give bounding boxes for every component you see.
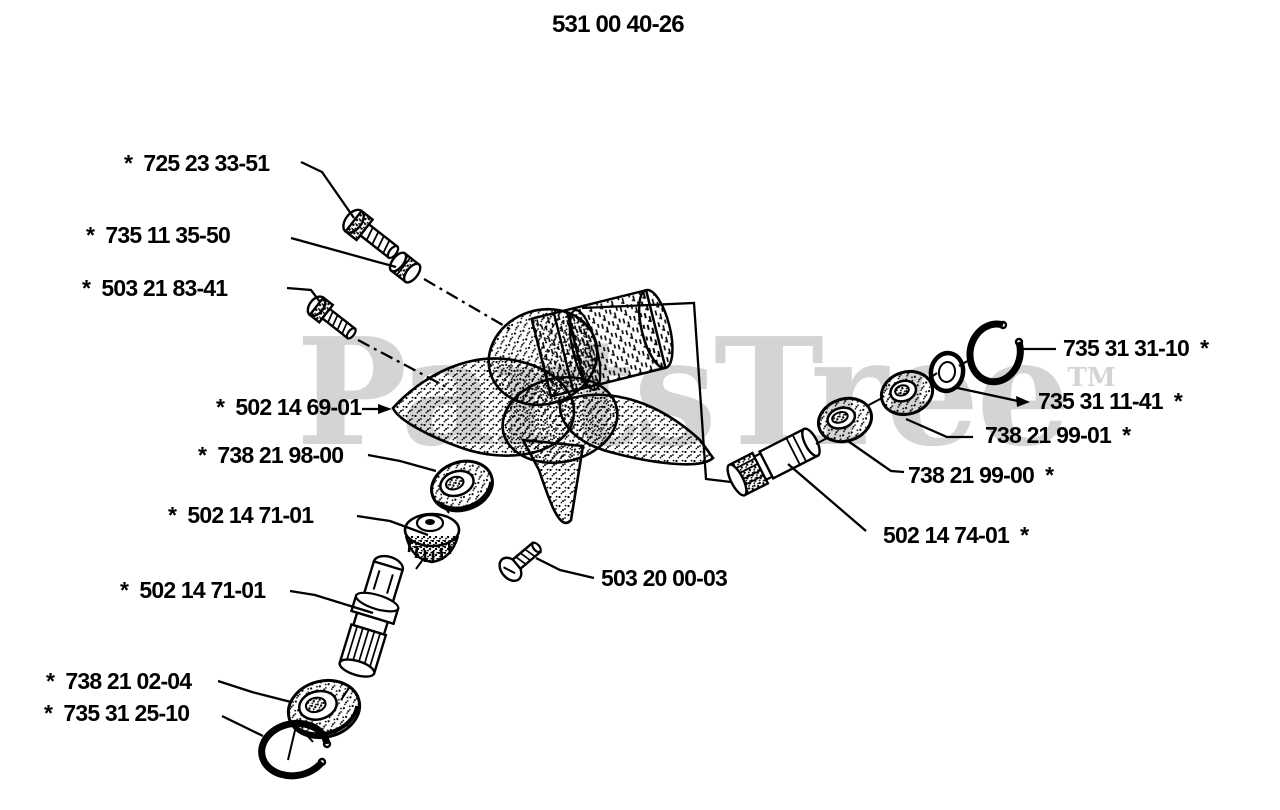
part-number-label-l9: * 735 31 25-10 [44, 700, 190, 726]
part-number-label-l10: 503 20 00-03 [601, 565, 728, 591]
part-number-label-l7: * 502 14 71-01 [120, 577, 266, 603]
part-number-label-r4: 738 21 99-00 * [908, 462, 1054, 488]
part-number-label-l5: * 738 21 98-00 [198, 442, 344, 468]
part-number-label-r3: 738 21 99-01 * [985, 422, 1131, 448]
hex-bolt-503-21-83-41-drawing [306, 295, 357, 340]
nut-735-11-35-50-drawing [388, 251, 422, 284]
part-number-label-l3: * 503 21 83-41 [82, 275, 228, 301]
ball-bearing-738-21-98-00-drawing [430, 459, 494, 513]
snap-ring-735-31-31-10-drawing [966, 320, 1024, 386]
part-number-label-l1: * 725 23 33-51 [124, 150, 270, 176]
arbor-shaft-502-14-74-01-drawing [726, 427, 821, 497]
ball-bearing-738-21-99-01-drawing [879, 369, 935, 417]
gear-head-housing-drawing [391, 288, 715, 524]
part-number-label-l4: * 502 14 69-01 [216, 394, 362, 420]
part-number-label-l6: * 502 14 71-01 [168, 502, 314, 528]
retaining-ring-735-31-11-41-drawing [928, 350, 966, 394]
leader-lines [217, 160, 1056, 738]
ball-bearing-738-21-99-00-drawing [817, 396, 873, 444]
part-number-label-r2: 735 31 11-41 * [1038, 388, 1183, 414]
diagram-part-number-title: 531 00 40-26 [552, 11, 685, 38]
part-number-label-r5: 502 14 74-01 * [883, 522, 1029, 548]
bevel-gear-502-14-71-01-drawing [403, 512, 461, 564]
gear-shaft-502-14-71-01-drawing [338, 554, 405, 678]
part-number-label-l2: * 735 11 35-50 [86, 222, 231, 248]
hex-bolt-725-23-33-51-drawing [342, 208, 400, 260]
snap-ring-735-31-25-10-drawing [258, 719, 332, 780]
axis-connector-lines [302, 358, 972, 743]
trademark-symbol: TM [1067, 363, 1116, 393]
leader-arrowheads [378, 396, 1030, 414]
part-number-label-r1: 735 31 31-10 * [1063, 335, 1209, 361]
part-number-label-l8: * 738 21 02-04 [46, 668, 192, 694]
screw-503-20-00-03-drawing [498, 541, 543, 583]
